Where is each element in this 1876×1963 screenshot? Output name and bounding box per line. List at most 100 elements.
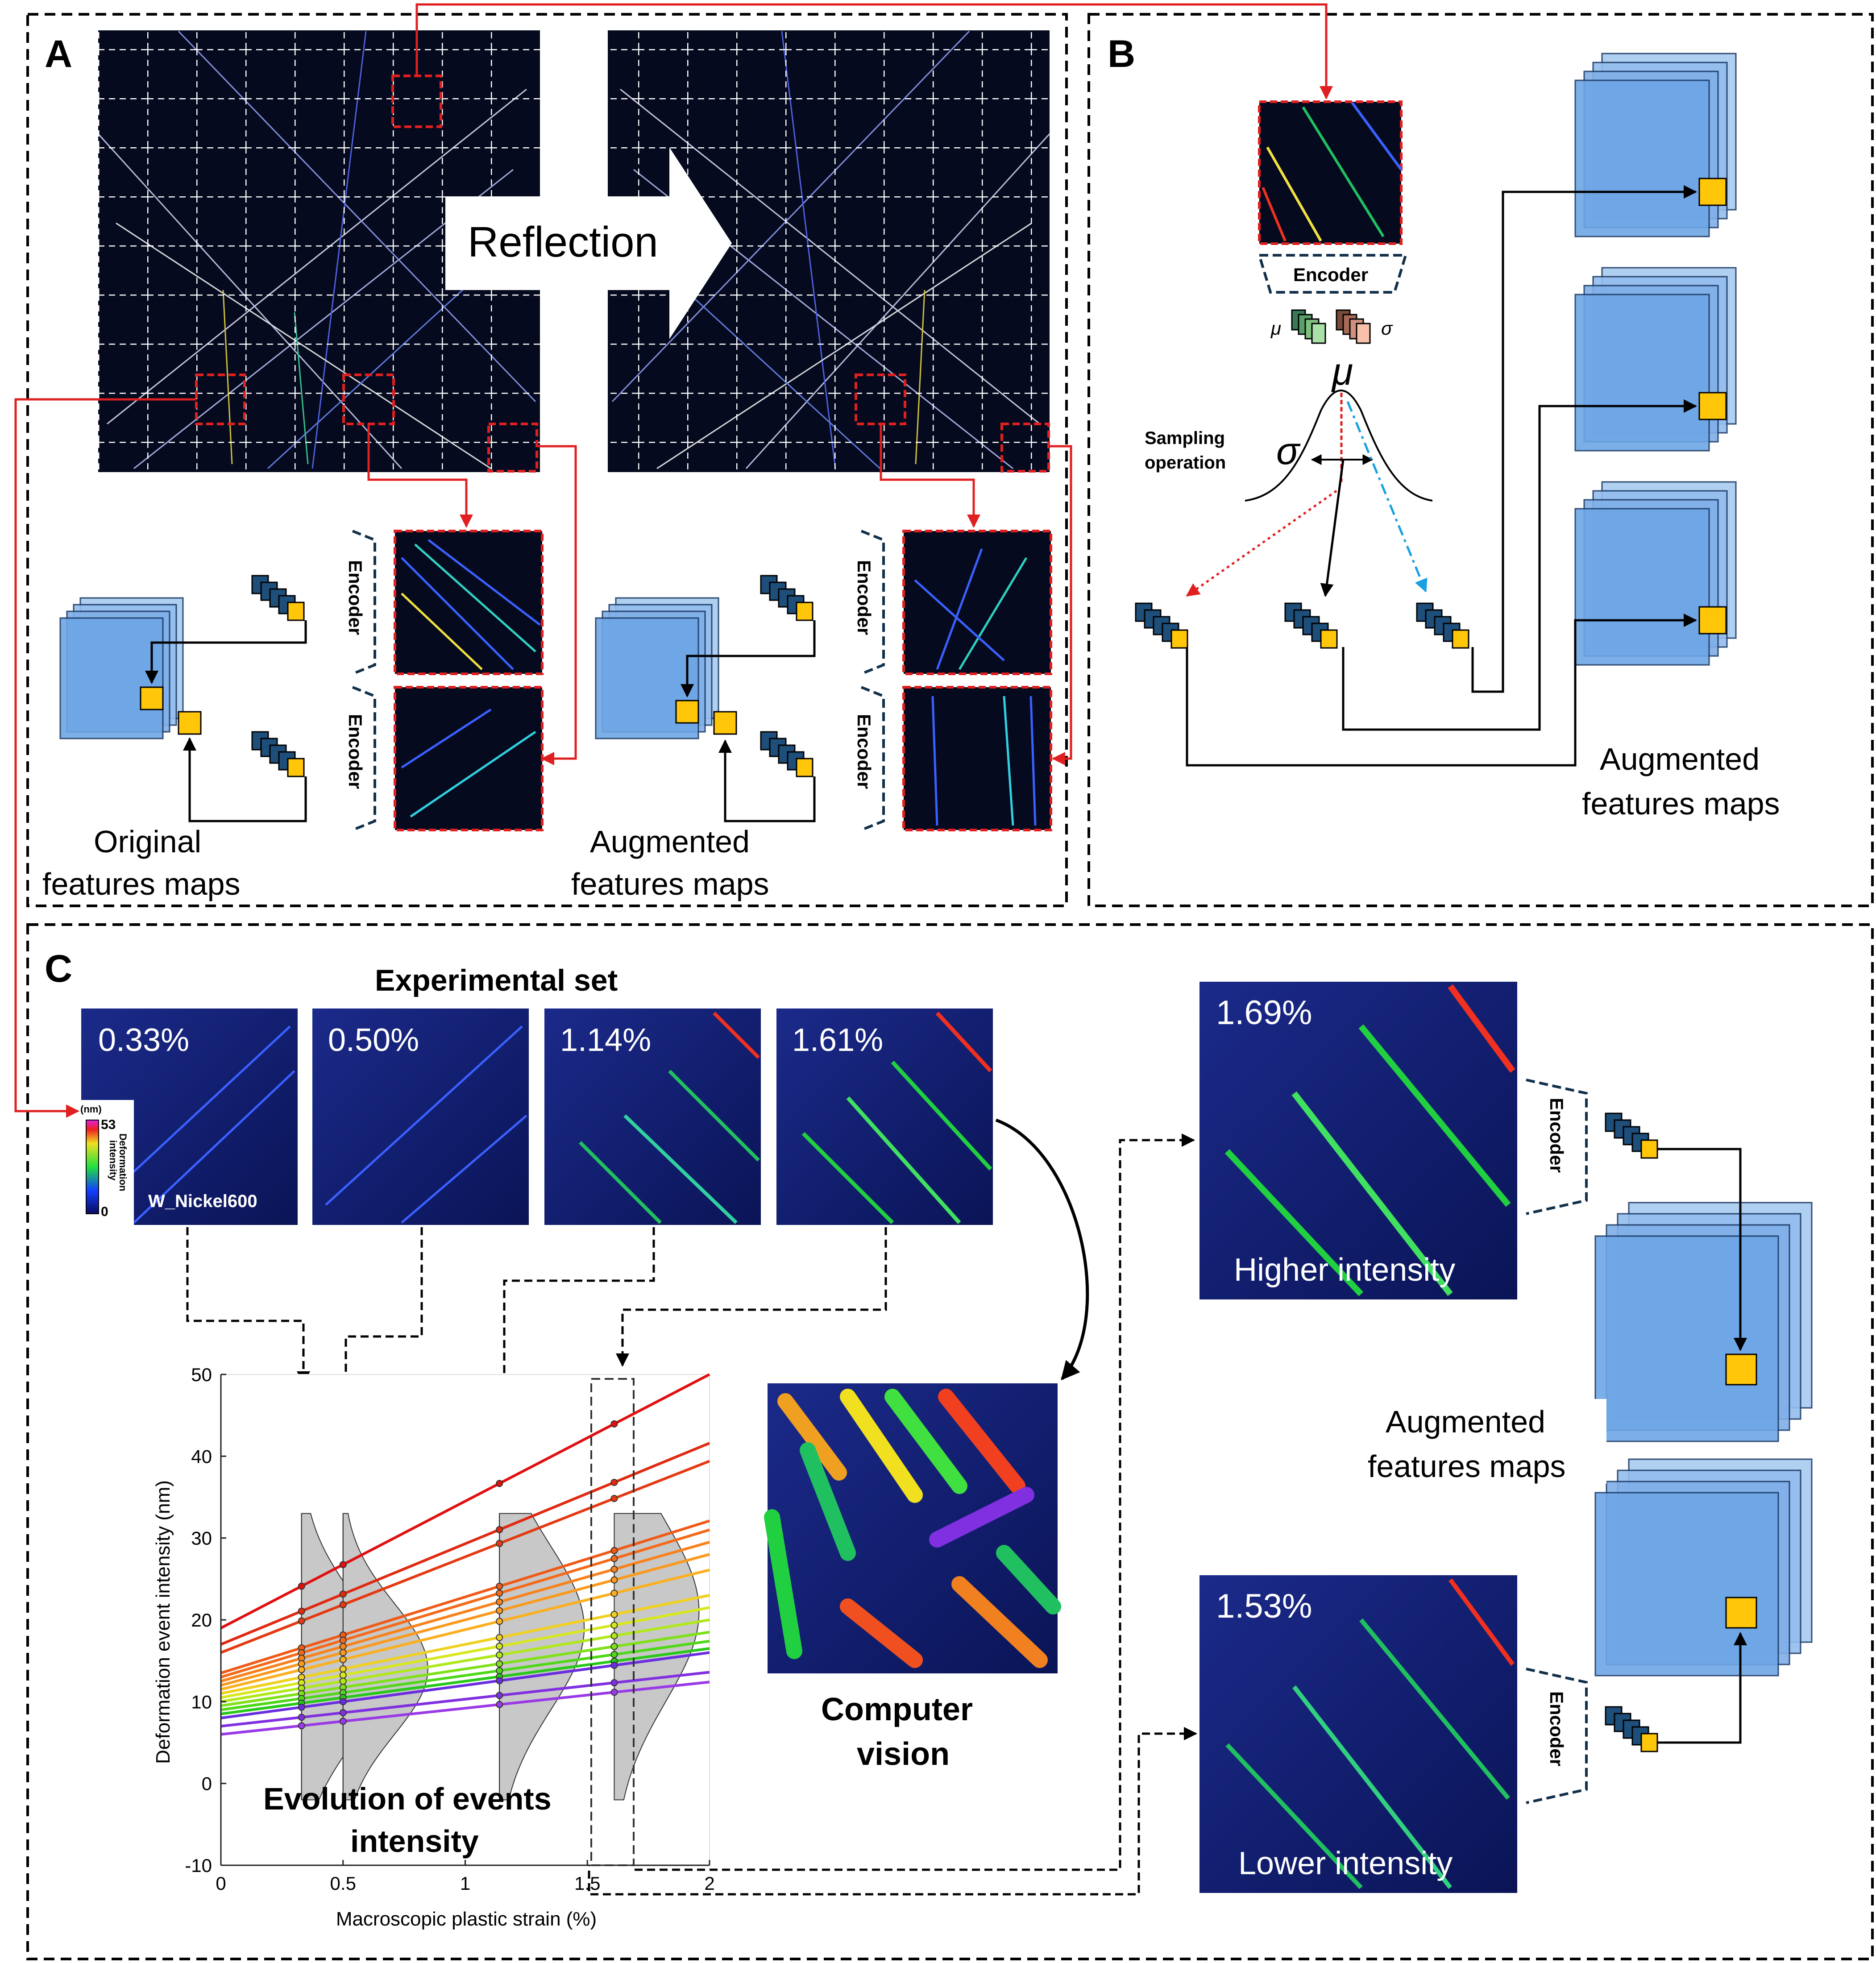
feature-vector-a1 [251, 575, 305, 621]
cv-label-1: Computer [821, 1692, 973, 1727]
series-point [610, 1689, 618, 1696]
encoder-label-a4: Encoder [854, 714, 875, 789]
y-axis-label: Deformation event intensity (nm) [152, 1480, 174, 1764]
series-point [496, 1643, 503, 1650]
augmented-label-bg [1374, 1399, 1606, 1484]
y-tick-label: 10 [191, 1691, 212, 1712]
augmented-feature-maps-a [595, 597, 737, 739]
crop-b [1258, 100, 1403, 245]
feature-vector-a2 [251, 731, 305, 777]
panel-b-label: B [1108, 33, 1135, 75]
series-point [298, 1722, 305, 1730]
encoder-label-c1: Encoder [1546, 1098, 1567, 1173]
original-label-2: features maps [42, 867, 241, 901]
series-point [496, 1480, 503, 1487]
series-point [496, 1618, 503, 1625]
connector-a-to-b [415, 3, 1333, 100]
lower-intensity-map: 1.53% Lower intensity [1199, 1575, 1517, 1893]
mu-small: μ [1270, 318, 1281, 339]
strain-2: 0.50% [328, 1022, 419, 1058]
series-point [610, 1478, 618, 1486]
y-tick-label: 0 [202, 1773, 212, 1794]
mu-large: μ [1331, 350, 1353, 393]
colorbar-max: 53 [101, 1117, 116, 1132]
series-point [298, 1582, 305, 1590]
series-point [298, 1617, 305, 1625]
panel-b: Encoder μ σ μ σ Sampling operation [1135, 53, 1780, 821]
panel-c: Experimental set 0.33% 0.50% 1.14% 1.61%… [80, 963, 1813, 1930]
series-point [339, 1665, 347, 1672]
computer-vision-map [764, 1383, 1061, 1673]
series-point [496, 1634, 503, 1641]
experimental-map-2: 0.50% [312, 1008, 529, 1225]
augmented-label-a2: features maps [571, 867, 769, 901]
crop-augmented-1 [902, 530, 1052, 675]
series-point [610, 1661, 618, 1669]
x-tick-label: 0 [216, 1873, 226, 1894]
encoder-shapes-a [352, 530, 885, 831]
series-point [339, 1561, 347, 1569]
encoder-label-a1: Encoder [345, 560, 366, 635]
colorbar-unit: (nm) [80, 1104, 102, 1115]
series-point [496, 1598, 503, 1606]
evolution-label-2: intensity [350, 1824, 479, 1859]
panel-c-label: C [45, 947, 72, 990]
series-point [298, 1660, 305, 1668]
connector-a-to-c [14, 398, 196, 1118]
augmented-label-b2: features maps [1582, 786, 1780, 821]
series-point [496, 1692, 503, 1699]
series-point [339, 1643, 347, 1650]
series-point [496, 1677, 503, 1685]
series-point [298, 1607, 305, 1615]
experimental-map-4: 1.61% [776, 1008, 993, 1225]
series-point [610, 1494, 618, 1502]
x-tick-label: 1 [460, 1873, 470, 1894]
series-point [610, 1547, 618, 1554]
sampled-vector-3 [1416, 602, 1469, 649]
feature-vector-c1 [1605, 1112, 1658, 1159]
augmented-feature-maps-b1 [1574, 53, 1737, 237]
series-point [339, 1656, 347, 1663]
x-axis-label: Macroscopic plastic strain (%) [336, 1908, 597, 1930]
strain-4: 1.61% [792, 1022, 883, 1058]
series-point [298, 1703, 305, 1711]
series-point [496, 1667, 503, 1674]
y-tick-label: 50 [191, 1364, 212, 1385]
series-point [339, 1671, 347, 1679]
series-point [496, 1701, 503, 1708]
series-point [339, 1718, 347, 1725]
panel-a-border [26, 13, 1068, 907]
experimental-set-title: Experimental set [375, 963, 618, 997]
lower-caption: Lower intensity [1238, 1846, 1453, 1881]
crop-original-2 [394, 686, 544, 831]
panel-b-black-connectors [1186, 185, 1697, 767]
feature-vector-a4 [760, 731, 813, 777]
higher-strain: 1.69% [1216, 994, 1312, 1032]
original-label-1: Original [94, 824, 201, 859]
sample-name: W_Nickel600 [148, 1191, 257, 1211]
series-point [610, 1610, 618, 1618]
series-point [496, 1589, 503, 1597]
colorbar-title-1: Deformation [117, 1133, 129, 1191]
series-point [496, 1582, 503, 1590]
feature-vector-a3 [760, 575, 813, 621]
sampled-vector-2 [1284, 602, 1338, 649]
series-point [496, 1526, 503, 1533]
y-tick-label: -10 [185, 1855, 212, 1876]
panel-c-black-connectors [1657, 1148, 1747, 1744]
sampling-label-1: Sampling [1145, 428, 1225, 448]
series-point [610, 1632, 618, 1639]
y-tick-label: 20 [191, 1610, 212, 1631]
panel-a: Reflection [42, 30, 1072, 901]
series-point [339, 1601, 347, 1609]
augmented-feature-maps-c1 [1594, 1202, 1813, 1442]
series-point [610, 1651, 618, 1658]
series-point [610, 1679, 618, 1686]
feature-vector-c2 [1605, 1706, 1658, 1752]
series-point [339, 1709, 347, 1717]
sampling-label-2: operation [1145, 453, 1226, 473]
encoder-label-a2: Encoder [345, 714, 366, 789]
mu-vector [1291, 309, 1326, 344]
